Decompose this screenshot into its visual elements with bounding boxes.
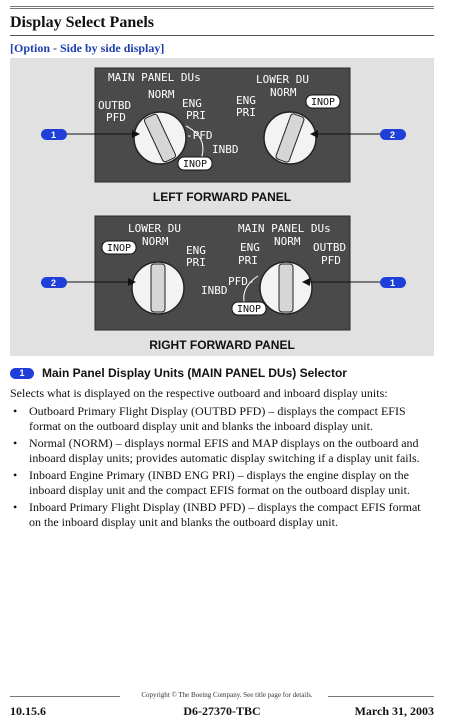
- right-main-label: MAIN PANEL DUs: [238, 222, 331, 235]
- left-ref-2: 2: [390, 130, 395, 140]
- left-lower-label: LOWER DU: [256, 73, 309, 86]
- right-ref-2: 2: [51, 278, 56, 288]
- left-lower-pri: PRI: [236, 106, 256, 119]
- header-rule: [10, 6, 434, 9]
- right-lower-inop: INOP: [107, 243, 131, 254]
- left-main-outbd: OUTBD: [98, 99, 131, 112]
- left-main-eng: ENG: [182, 97, 202, 110]
- right-lower-inop-box: [101, 240, 137, 255]
- panels-illustration: MAIN PANEL DUs NORM OUTBD PFD ENG PRI -P…: [41, 67, 406, 331]
- left-main-inbd: INBD: [212, 143, 239, 156]
- left-lower-inop-box: [305, 94, 341, 109]
- right-main-inop: INOP: [237, 304, 261, 315]
- right-main-pfd: PFD-: [228, 275, 255, 288]
- right-lower-du-selector-knob[interactable]: [131, 261, 185, 315]
- page-title: Display Select Panels: [10, 14, 154, 31]
- section-intro: Selects what is displayed on the respect…: [10, 386, 388, 400]
- display-select-figure: MAIN PANEL DUs NORM OUTBD PFD ENG PRI -P…: [10, 58, 434, 356]
- left-main-inop: INOP: [183, 159, 207, 170]
- right-main-outbd: OUTBD: [313, 241, 346, 254]
- title-rule: [10, 35, 434, 36]
- section-heading: 1 Main Panel Display Units (MAIN PANEL D…: [10, 366, 347, 380]
- footer-rule-left: [10, 696, 120, 697]
- right-lower-label: LOWER DU: [128, 222, 181, 235]
- right-lower-norm: NORM: [142, 235, 169, 248]
- left-main-du-selector-knob[interactable]: [133, 111, 187, 165]
- revision-date: March 31, 2003: [354, 704, 434, 718]
- left-lower-eng: ENG: [236, 94, 256, 107]
- left-main-norm: NORM: [148, 88, 175, 101]
- right-main-eng: ENG: [240, 241, 260, 254]
- left-ref-1: 1: [51, 130, 56, 140]
- option-label: [Option - Side by side display]: [10, 41, 165, 55]
- list-item: •Inboard Engine Primary (INBD ENG PRI) –…: [13, 468, 410, 497]
- right-ref-1: 1: [390, 278, 395, 288]
- left-main-outbd-pfd: PFD: [106, 111, 126, 124]
- right-main-du-selector-knob[interactable]: [259, 261, 313, 315]
- right-main-inop-box: [231, 301, 267, 316]
- list-item: •Inboard Primary Flight Display (INBD PF…: [13, 500, 421, 529]
- left-main-inop-box: [177, 156, 213, 171]
- right-lower-pri: PRI: [186, 256, 206, 269]
- list-item: •Normal (NORM) – displays normal EFIS an…: [13, 436, 420, 465]
- right-ref-badge-1: [380, 277, 406, 288]
- section-heading-text: Main Panel Display Units (MAIN PANEL DUs…: [42, 366, 347, 380]
- selector-positions-list: •Outboard Primary Flight Display (OUTBD …: [12, 404, 424, 532]
- document-number: D6-27370-TBC: [183, 704, 261, 718]
- list-item: •Outboard Primary Flight Display (OUTBD …: [13, 404, 406, 433]
- right-main-outbd-pfd: PFD: [321, 254, 341, 267]
- footer-copyright: Copyright © The Boeing Company. See titl…: [141, 691, 313, 699]
- left-lower-norm: NORM: [270, 86, 297, 99]
- left-panel-caption: LEFT FORWARD PANEL: [152, 190, 292, 204]
- right-panel-caption: RIGHT FORWARD PANEL: [149, 338, 295, 352]
- right-main-pri: PRI: [238, 254, 258, 267]
- left-main-pfd: -PFD: [186, 129, 213, 142]
- left-ref-badge-1: [41, 129, 67, 140]
- left-lower-du-selector-knob[interactable]: [263, 111, 317, 165]
- section-ref-badge: 1: [10, 367, 34, 379]
- left-main-label: MAIN PANEL DUs: [108, 71, 201, 84]
- right-main-inbd: INBD: [201, 284, 228, 297]
- footer-rule-right: [328, 696, 434, 697]
- left-ref-badge-2: [380, 129, 406, 140]
- right-main-norm: NORM: [274, 235, 301, 248]
- left-main-pri: PRI: [186, 109, 206, 122]
- left-lower-inop: INOP: [311, 97, 335, 108]
- right-lower-eng: ENG: [186, 244, 206, 257]
- page-number: 10.15.6: [10, 704, 46, 718]
- right-ref-badge-2: [41, 277, 67, 288]
